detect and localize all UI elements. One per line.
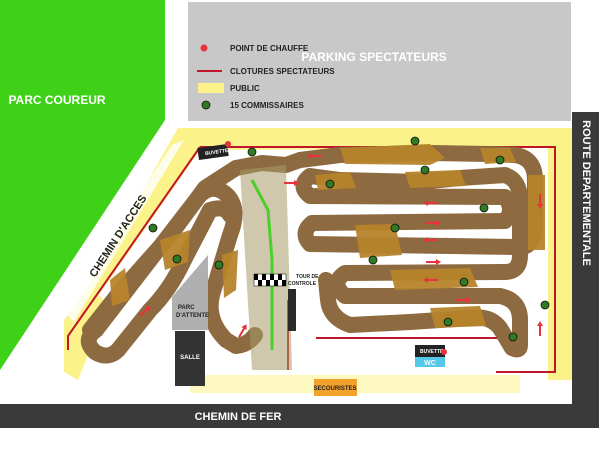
legend-label-public: PUBLIC — [230, 84, 260, 93]
parc-attente-label-2: D'ATTENTE — [176, 313, 209, 319]
points-de-chauffe — [225, 141, 447, 355]
parc-coureur-label: PARC COUREUR — [8, 93, 105, 107]
secouristes-label: SECOURISTES — [313, 386, 356, 392]
chemin-acces-road — [62, 140, 184, 322]
legend-fence-icon — [197, 70, 222, 72]
tour-de-controle[interactable] — [288, 289, 296, 331]
buvette-bottom-label: BUVETTE — [420, 349, 444, 355]
buvette-bottom[interactable] — [415, 345, 445, 357]
secouristes[interactable] — [314, 379, 357, 396]
salle[interactable] — [175, 331, 205, 386]
wc[interactable] — [415, 357, 445, 367]
route-departementale — [572, 112, 599, 404]
parking-label: PARKING SPECTATEURS — [301, 50, 446, 64]
buvette-top[interactable] — [197, 143, 229, 161]
route-label: ROUTE DEPARTEMENTALE — [580, 120, 592, 266]
parking-area[interactable] — [188, 2, 571, 121]
parc-coureur-area[interactable] — [0, 0, 165, 370]
legend-label-cloture: CLOTURES SPECTATEURS — [230, 67, 335, 76]
salle-label: SALLE — [180, 355, 200, 361]
legend-marshal-icon — [201, 100, 211, 110]
tour-label-2: CONTROLE — [288, 281, 317, 287]
buvette-top-label: BUVETTE — [205, 148, 230, 157]
legend: POINT DE CHAUFFE CLOTURES SPECTATEURS PU… — [197, 44, 335, 110]
commissaires — [148, 136, 550, 342]
chemin-de-fer-label: CHEMIN DE FER — [195, 411, 282, 423]
track-jumps — [110, 144, 545, 328]
parc-attente-label-1: PARC — [178, 305, 195, 311]
start-path — [240, 165, 292, 370]
legend-label-point: POINT DE CHAUFFE — [230, 44, 309, 53]
legend-public-icon — [198, 83, 224, 93]
tour-label-1: TOUR DE — [296, 274, 319, 280]
legend-label-commissaire: 15 COMMISSAIRES — [230, 101, 304, 110]
direction-arrows — [138, 153, 543, 338]
legend-heat-point-icon — [200, 44, 208, 52]
wc-label: WC — [424, 360, 436, 367]
chemin-de-fer — [0, 404, 599, 428]
start-line — [253, 273, 287, 287]
parc-attente[interactable] — [172, 255, 208, 330]
